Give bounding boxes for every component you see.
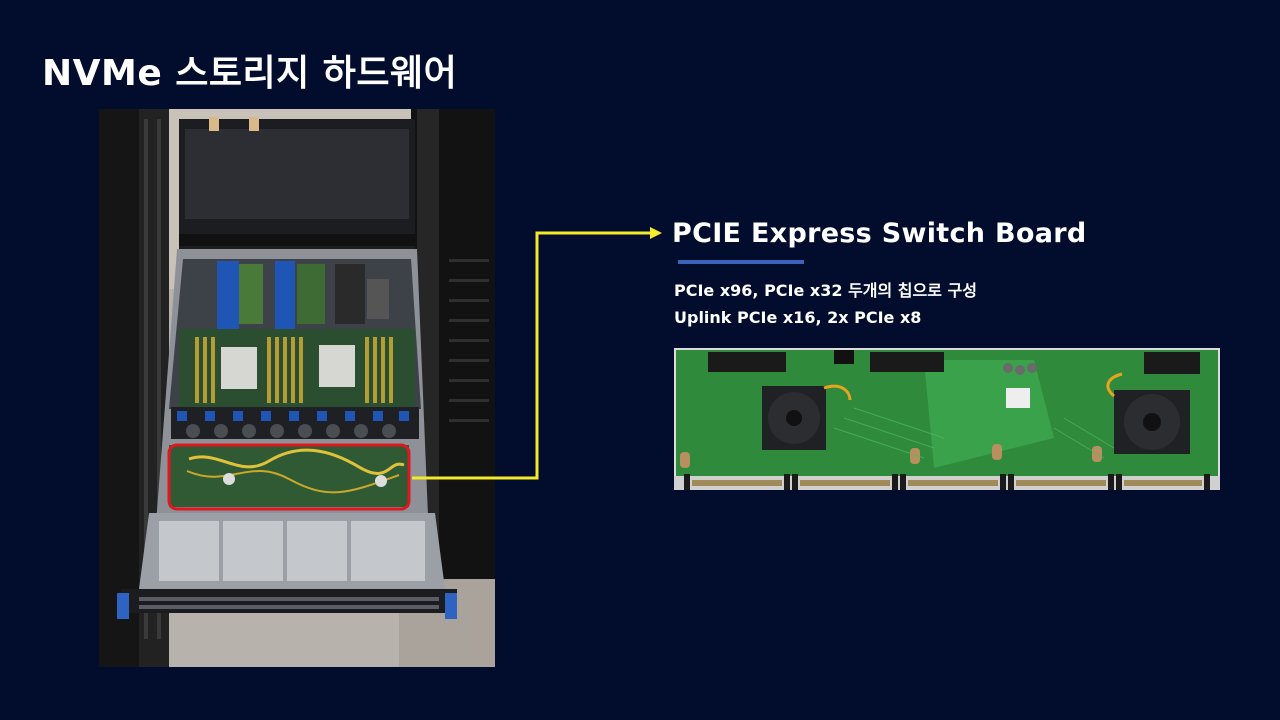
board-photo (674, 348, 1220, 490)
board-spec-line1: PCIe x96, PCIe x32 두개의 칩으로 구성 (674, 281, 977, 300)
server-photo (99, 109, 495, 667)
title-underline (678, 260, 804, 264)
slide-title: NVMe 스토리지 하드웨어 (42, 53, 458, 94)
board-spec-line2: Uplink PCIe x16, 2x PCIe x8 (674, 308, 922, 327)
board-title: PCIE Express Switch Board (672, 218, 1087, 249)
